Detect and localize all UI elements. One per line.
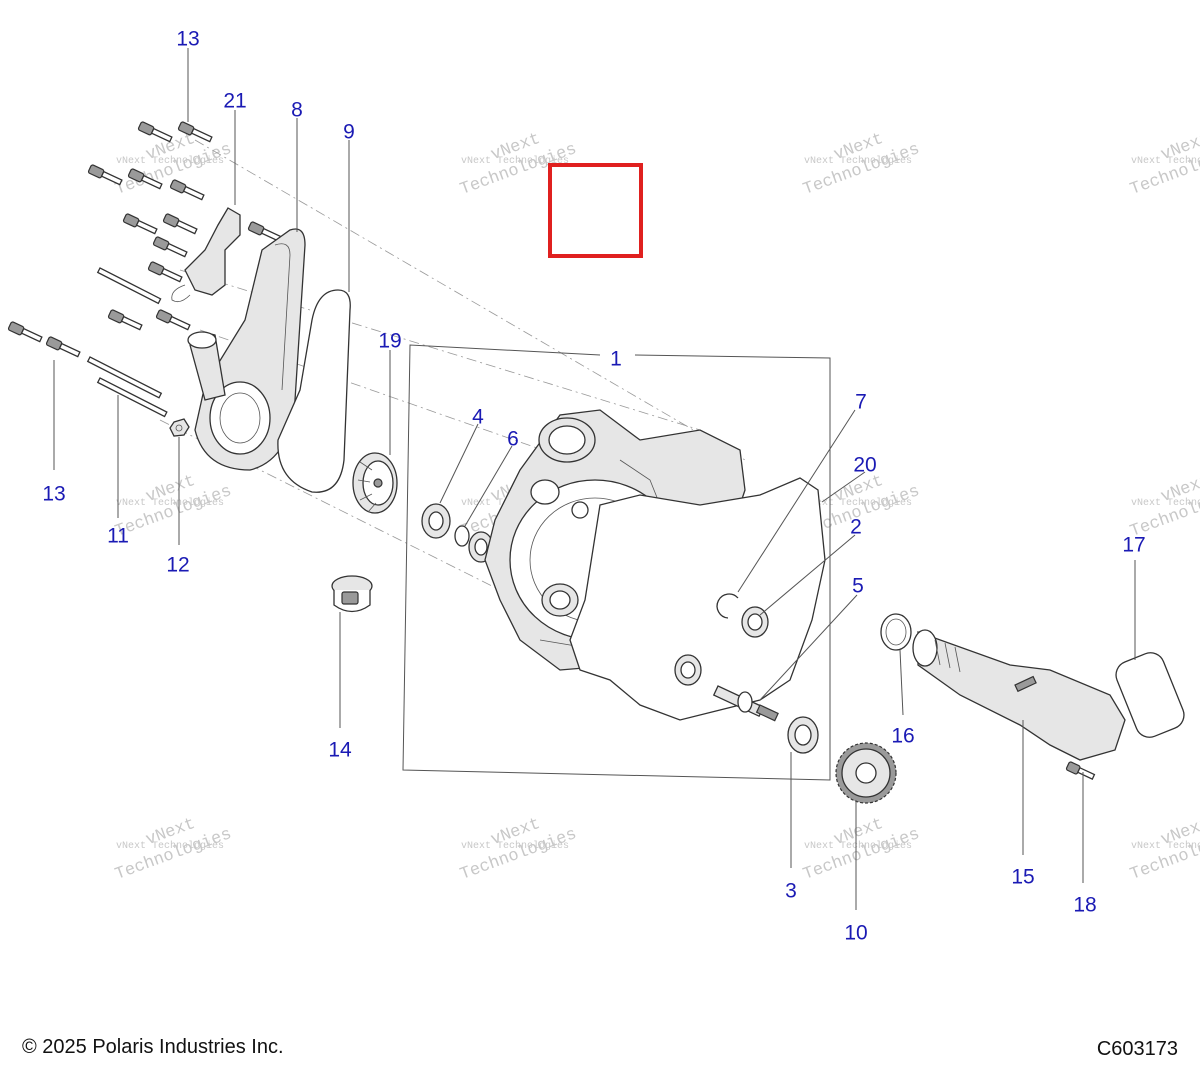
watermark-text: vNext Technologies (804, 497, 912, 509)
callout-16: 16 (891, 725, 914, 748)
callout-20: 20 (853, 454, 876, 477)
callout-17: 17 (1122, 534, 1145, 557)
callout-2: 2 (850, 516, 862, 539)
copyright-text: © 2025 Polaris Industries Inc. (22, 1036, 284, 1058)
callout-13a: 13 (176, 28, 199, 51)
watermark-text: vNext Technologies (116, 155, 224, 167)
callout-1: 1 (610, 348, 622, 371)
watermark-text: vNext Technologies (1131, 840, 1200, 852)
watermark-text: vNext Technologies (116, 840, 224, 852)
callout-8: 8 (291, 99, 303, 122)
cover-gasket-icon (569, 477, 826, 721)
callout-12: 12 (166, 554, 189, 577)
nut-icon (169, 418, 190, 437)
drain-plug-icon (331, 575, 373, 613)
stud-icon (86, 267, 168, 418)
leader-lines (53, 48, 1136, 910)
callout-15: 15 (1011, 866, 1034, 889)
bolt-group-icon (7, 121, 283, 358)
seal-icon (421, 503, 494, 563)
kit-bracket (402, 344, 831, 781)
callout-3: 3 (785, 880, 797, 903)
watermark-text: vNext Technologies (461, 840, 569, 852)
callout-11: 11 (107, 525, 129, 548)
callout-9: 9 (343, 121, 355, 144)
bearing-icon (741, 606, 769, 638)
watermark-text: vNext Technologies (116, 497, 224, 509)
callout-14: 14 (328, 739, 352, 762)
callout-7: 7 (855, 391, 867, 414)
bolt-icon (1065, 761, 1096, 780)
gear-icon (835, 742, 897, 804)
watermark-text: vNext Technologies (1131, 497, 1200, 509)
highlight-box (548, 163, 643, 258)
watermark-text: vNext Technologies (804, 155, 912, 167)
bearing-icon (674, 654, 702, 686)
watermark-text: vNext Technologies (461, 155, 569, 167)
water-pump-cover-icon (187, 228, 306, 471)
outlet-gasket-icon (1115, 652, 1185, 738)
callout-13b: 13 (42, 483, 65, 506)
impeller-icon (352, 452, 398, 514)
callout-21: 21 (223, 90, 246, 113)
callout-6: 6 (507, 428, 519, 451)
circlip-icon (716, 593, 739, 619)
callout-19: 19 (378, 330, 401, 353)
oil-seal-icon (787, 716, 819, 754)
callout-10: 10 (844, 922, 867, 945)
outlet-pipe-icon (912, 629, 1126, 761)
callout-18: 18 (1073, 894, 1096, 917)
gasket-ring-icon (277, 289, 351, 493)
bracket-icon (184, 207, 241, 296)
callout-4: 4 (472, 406, 484, 429)
watermark-text: vNext Technologies (804, 840, 912, 852)
shaft-icon (712, 685, 779, 722)
o-ring-icon (880, 613, 912, 651)
watermark-text: vNext Technologies (1131, 155, 1200, 167)
figure-code: C603173 (1096, 1038, 1178, 1060)
callout-5: 5 (852, 575, 864, 598)
